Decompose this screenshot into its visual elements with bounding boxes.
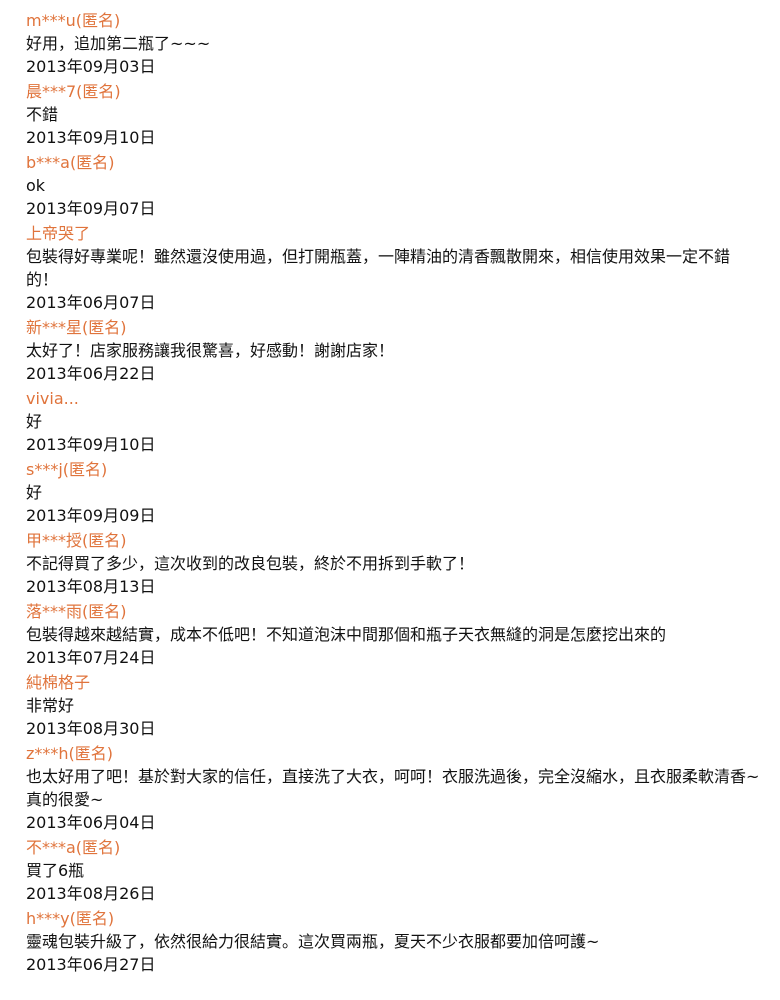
review-date: 2013年09月09日	[26, 506, 156, 525]
review-date: 2013年09月10日	[26, 128, 156, 147]
review-date: 2013年07月24日	[26, 648, 156, 667]
review-date: 2013年09月03日	[26, 57, 156, 76]
review-content: 非常好	[26, 696, 75, 715]
review-item: vivia... 好 2013年09月10日	[26, 388, 780, 456]
review-content: 不錯	[26, 105, 59, 124]
review-author: s***j(匿名)	[26, 460, 108, 479]
review-author: 上帝哭了	[26, 224, 91, 243]
review-item: 落***雨(匿名) 包裝得越來越結實，成本不低吧！不知道泡沫中間那個和瓶子天衣無…	[26, 601, 780, 669]
review-date: 2013年09月07日	[26, 199, 156, 218]
review-content: 好	[26, 483, 43, 502]
review-author: vivia...	[26, 389, 79, 408]
review-author: m***u(匿名)	[26, 11, 121, 30]
review-author: z***h(匿名)	[26, 744, 114, 763]
review-item: 純棉格子 非常好 2013年08月30日	[26, 672, 780, 740]
review-content: 買了6瓶	[26, 861, 85, 880]
review-item: 晨***7(匿名) 不錯 2013年09月10日	[26, 81, 780, 149]
review-item: 不***a(匿名) 買了6瓶 2013年08月26日	[26, 837, 780, 905]
review-author: b***a(匿名)	[26, 153, 115, 172]
review-author: h***y(匿名)	[26, 909, 115, 928]
review-date: 2013年08月26日	[26, 884, 156, 903]
review-author: 不***a(匿名)	[26, 838, 121, 857]
review-date: 2013年06月27日	[26, 955, 156, 974]
review-item: h***y(匿名) 靈魂包裝升級了，依然很給力很結實。這次買兩瓶，夏天不少衣服都…	[26, 908, 780, 976]
review-content: 也太好用了吧！基於對大家的信任，直接洗了大衣，呵呵！衣服洗過後，完全沒縮水，且衣…	[26, 767, 760, 809]
review-author: 落***雨(匿名)	[26, 602, 127, 621]
review-item: 甲***授(匿名) 不記得買了多少，這次收到的改良包裝，終於不用拆到手軟了！ 2…	[26, 530, 780, 598]
review-date: 2013年06月22日	[26, 364, 156, 383]
review-item: b***a(匿名) ok 2013年09月07日	[26, 152, 780, 220]
review-date: 2013年06月07日	[26, 293, 156, 312]
review-item: s***j(匿名) 好 2013年09月09日	[26, 459, 780, 527]
review-content: ok	[26, 176, 46, 195]
review-content: 好用，追加第二瓶了~~~	[26, 34, 211, 53]
review-content: 不記得買了多少，這次收到的改良包裝，終於不用拆到手軟了！	[26, 554, 475, 573]
review-date: 2013年09月10日	[26, 435, 156, 454]
review-content: 好	[26, 412, 43, 431]
review-date: 2013年08月13日	[26, 577, 156, 596]
review-item: 新***星(匿名) 太好了！店家服務讓我很驚喜，好感動！謝謝店家！ 2013年0…	[26, 317, 780, 385]
review-content: 包裝得越來越結實，成本不低吧！不知道泡沫中間那個和瓶子天衣無縫的洞是怎麼挖出來的	[26, 625, 667, 644]
review-author: 晨***7(匿名)	[26, 82, 121, 101]
review-item: 上帝哭了 包裝得好專業呢！雖然還沒使用過，但打開瓶蓋，一陣精油的清香飄散開來，相…	[26, 223, 780, 314]
review-content: 太好了！店家服務讓我很驚喜，好感動！謝謝店家！	[26, 341, 395, 360]
review-content: 包裝得好專業呢！雖然還沒使用過，但打開瓶蓋，一陣精油的清香飄散開來，相信使用效果…	[26, 247, 731, 289]
review-date: 2013年08月30日	[26, 719, 156, 738]
review-content: 靈魂包裝升級了，依然很給力很結實。這次買兩瓶，夏天不少衣服都要加倍呵護~	[26, 932, 600, 951]
review-author: 甲***授(匿名)	[26, 531, 127, 550]
review-author: 新***星(匿名)	[26, 318, 127, 337]
review-item: z***h(匿名) 也太好用了吧！基於對大家的信任，直接洗了大衣，呵呵！衣服洗過…	[26, 743, 780, 834]
review-author: 純棉格子	[26, 673, 91, 692]
review-item: m***u(匿名) 好用，追加第二瓶了~~~ 2013年09月03日	[26, 10, 780, 78]
review-date: 2013年06月04日	[26, 813, 156, 832]
